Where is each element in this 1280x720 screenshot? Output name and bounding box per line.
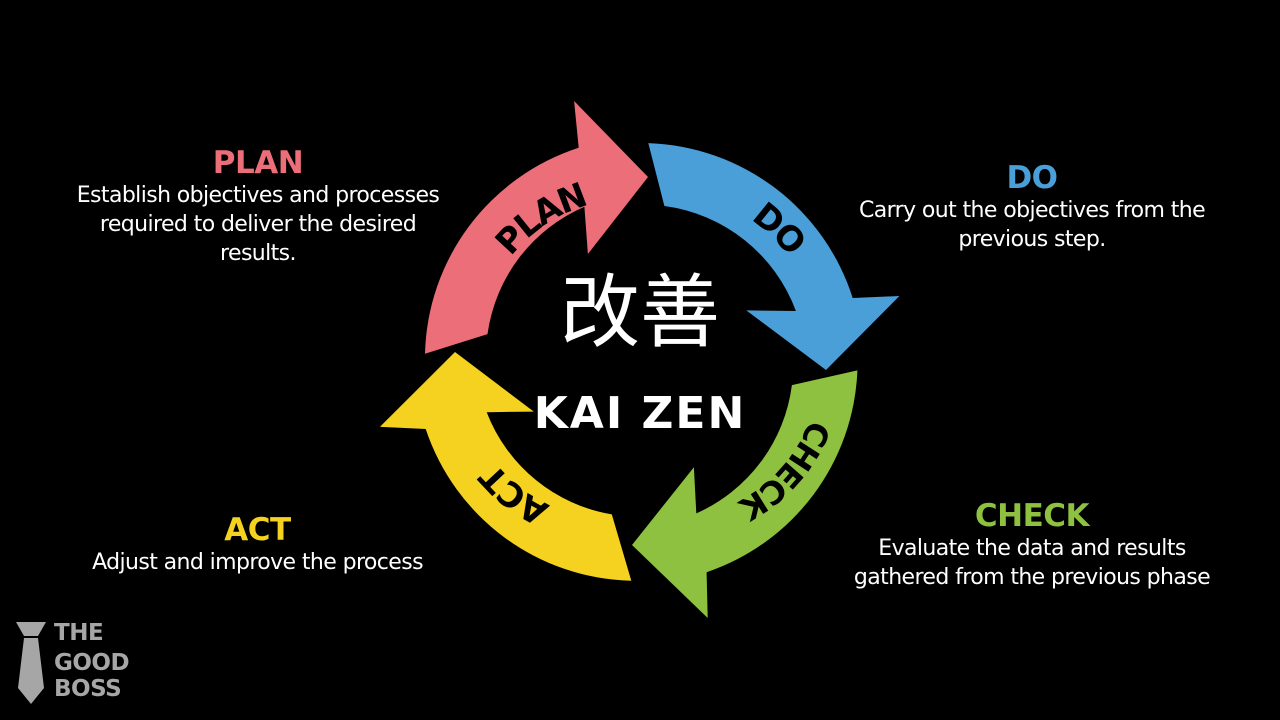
kaizen-kanji: 改善 — [560, 266, 720, 359]
check-arrow — [632, 370, 858, 618]
act-heading: ACT — [224, 512, 291, 548]
act-description-block: ACT Adjust and improve the process — [55, 512, 460, 577]
act-line: Adjust and improve the process — [92, 550, 423, 575]
check-line: Evaluate the data and results — [878, 536, 1186, 561]
plan-line: results. — [220, 241, 297, 266]
do-heading: DO — [1006, 160, 1058, 196]
kaizen-title: KAI ZEN — [533, 388, 747, 439]
tie-icon — [16, 622, 46, 704]
do-line: Carry out the objectives from the — [858, 198, 1206, 223]
plan-description-block: PLAN Establish objectives and processes … — [48, 145, 468, 268]
do-arrow — [648, 143, 900, 370]
plan-arrow — [425, 101, 648, 354]
do-description-block: DO Carry out the objectives from the pre… — [820, 160, 1244, 254]
act-arrow — [380, 352, 632, 581]
plan-heading: PLAN — [212, 145, 304, 181]
brand-logo: THE GOOD BOSS — [14, 618, 154, 708]
check-description-block: CHECK Evaluate the data and results gath… — [800, 498, 1264, 592]
plan-line: Establish objectives and processes — [76, 183, 440, 208]
brand-word: BOSS — [54, 676, 122, 702]
check-heading: CHECK — [974, 498, 1090, 534]
plan-line: required to deliver the desired — [99, 212, 417, 237]
brand-word: GOOD — [54, 650, 130, 676]
check-line: gathered from the previous phase — [853, 565, 1211, 590]
brand-word: THE — [54, 620, 104, 646]
do-line: previous step. — [958, 227, 1106, 252]
